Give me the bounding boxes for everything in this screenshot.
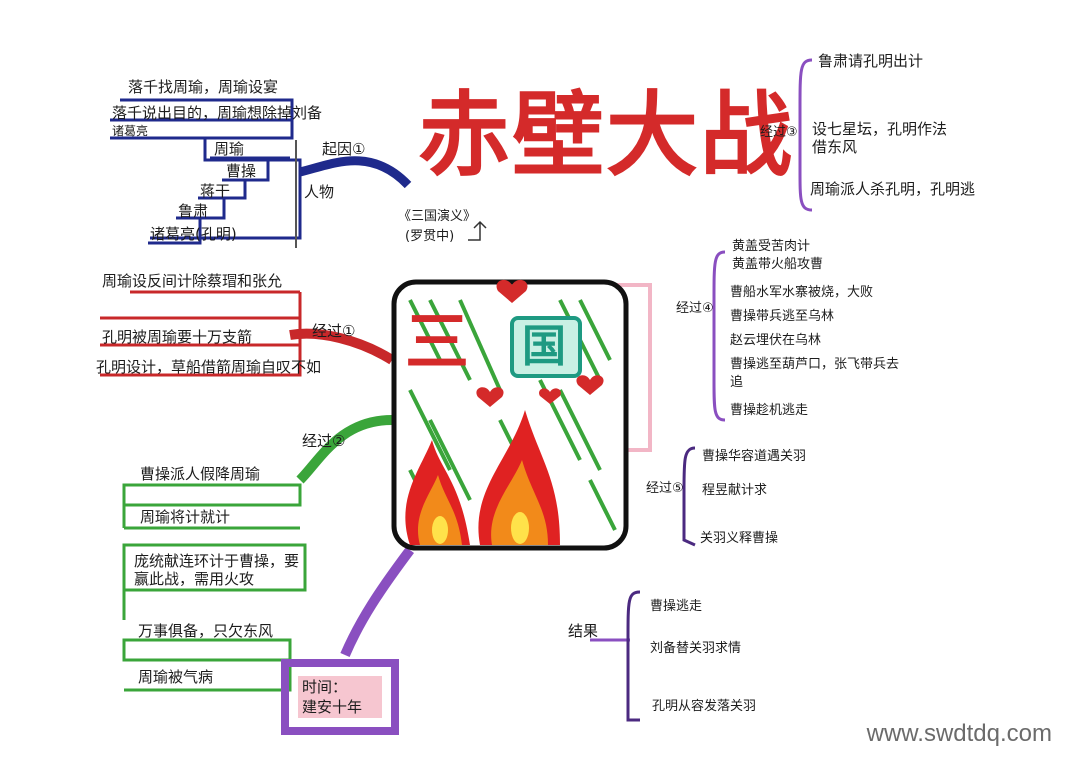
process3-label: 经过③ (760, 125, 798, 140)
process1-item-2: 孔明被周瑜要十万支箭 (102, 328, 253, 346)
flames (405, 410, 560, 545)
process1-label: 经过① (312, 322, 356, 340)
process3-item-2: 设七星坛，孔明作法借东风 (812, 120, 948, 156)
process5-item-1: 曹操华容道遇关羽 (702, 449, 807, 464)
process4-connector (612, 283, 652, 452)
page-title: 赤壁大战 (418, 81, 795, 189)
right-branch-lines (590, 58, 813, 722)
time-box (281, 659, 399, 735)
process1-item-1: 周瑜设反间计除蔡瑁和张允 (102, 272, 283, 290)
process4-item-4: 曹操带兵逃至乌林 (730, 309, 835, 324)
source-book: 《三国演义》 (398, 209, 477, 224)
process1-item-3: 孔明设计，草船借箭周瑜自叹不如 (96, 358, 322, 376)
time-value: 建安十年 (302, 698, 363, 716)
process5-item-2: 程昱献计求 (702, 483, 768, 498)
source-author: (罗贯中) (405, 229, 455, 244)
origin-item-3: 诸葛亮 (112, 124, 149, 138)
process2-item-1: 曹操派人假降周瑜 (140, 465, 261, 483)
result-label: 结果 (568, 622, 599, 640)
process2-item-3: 庞统献连环计于曹操，要赢此战，需用火攻 (134, 552, 300, 588)
result-item-1: 曹操逃走 (650, 599, 703, 614)
person-4: 鲁肃 (178, 202, 209, 220)
book-char-san: 三 (405, 305, 469, 380)
process2-item-2: 周瑜将计就计 (140, 508, 231, 526)
process4-item-6: 曹操逃至葫芦口，张飞带兵去追 (730, 357, 900, 390)
result-item-2: 刘备替关羽求情 (650, 641, 742, 656)
time-connector (340, 547, 415, 657)
process5-label: 经过⑤ (646, 481, 684, 496)
process3-item-1: 鲁肃请孔明出计 (818, 52, 924, 70)
person-2: 曹操 (226, 162, 257, 180)
person-3: 蒋干 (200, 182, 231, 200)
origin-label: 起因① (322, 140, 366, 158)
origin-item-1: 落千找周瑜，周瑜设宴 (128, 78, 279, 96)
person-5: 诸葛亮(孔明) (150, 225, 237, 243)
process4-item-1: 黄盖受苦肉计 (732, 239, 811, 254)
guo-box (510, 316, 582, 378)
process4-item-2: 黄盖带火船攻曹 (732, 257, 824, 272)
process3-item-3: 周瑜派人杀孔明，孔明逃 (810, 180, 976, 198)
hearts (476, 279, 604, 407)
time-box-inner (298, 676, 382, 718)
people-staircase (148, 156, 290, 245)
watermark: www.swdtdq.com (866, 720, 1052, 747)
center-book (391, 279, 629, 551)
process4-label: 经过④ (676, 301, 714, 316)
result-item-3: 孔明从容发落关羽 (652, 699, 757, 714)
process2-item-4: 万事俱备，只欠东风 (138, 622, 274, 640)
people-label: 人物 (304, 183, 335, 201)
process1-branch-lines (100, 290, 395, 377)
book-char-guo: 国 (522, 321, 566, 372)
process4-item-3: 曹船水军水寨被烧，大败 (730, 285, 874, 300)
process2-label: 经过② (302, 432, 346, 450)
time-label: 时间： (302, 678, 348, 696)
origin-item-2: 落千说出目的，周瑜想除掉刘备 (112, 104, 323, 122)
source-arrow (468, 220, 487, 241)
person-1: 周瑜 (214, 140, 245, 158)
process4-item-7: 曹操趁机逃走 (730, 403, 809, 418)
process4-item-5: 赵云埋伏在乌林 (730, 333, 822, 348)
process2-item-5: 周瑜被气病 (138, 668, 214, 686)
process5-item-3: 关羽义释曹操 (700, 531, 779, 546)
